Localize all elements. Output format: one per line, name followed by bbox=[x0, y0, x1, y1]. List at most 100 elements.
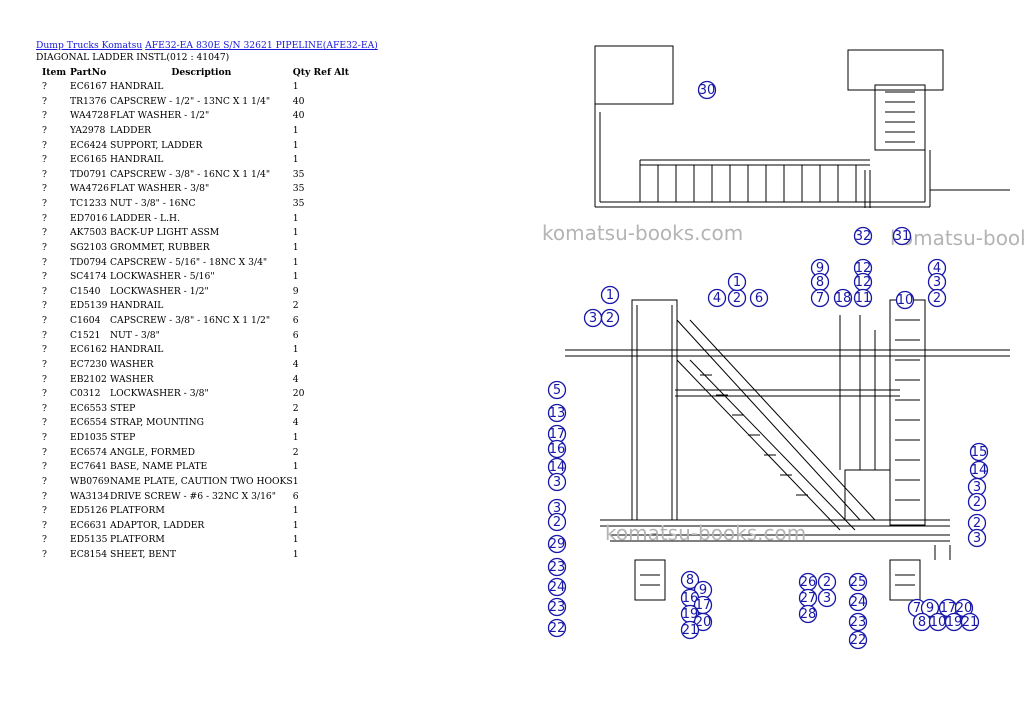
callout-circle bbox=[547, 557, 567, 577]
row-partno: WA4726 bbox=[70, 183, 110, 195]
row-qty: 1 bbox=[292, 81, 299, 92]
row-qty: 1 bbox=[292, 124, 299, 136]
callout-circle bbox=[727, 272, 747, 292]
row-qty: 1 bbox=[292, 139, 299, 151]
row-partno: EC6553 bbox=[70, 402, 108, 414]
row-partno: ED1035 bbox=[70, 432, 108, 443]
callout-label: 9 bbox=[699, 583, 707, 598]
row-qty: 40 bbox=[292, 110, 305, 122]
row-partno: EC6631 bbox=[70, 519, 108, 531]
callout-number: 3 bbox=[583, 308, 603, 328]
row-qty: 1 bbox=[292, 227, 299, 239]
callout-label: 11 bbox=[855, 291, 872, 306]
row-item: ? bbox=[42, 402, 47, 414]
callout-circle bbox=[848, 630, 868, 650]
row-partno: EC6167 bbox=[70, 81, 108, 92]
callout-label: 17 bbox=[695, 598, 712, 613]
breadcrumb-link-model[interactable]: AFE32-EA 830E S/N 32621 PIPELINE(AFE32-E… bbox=[145, 40, 378, 51]
row-qty: 6 bbox=[292, 329, 299, 341]
callout-number: 25 bbox=[848, 572, 868, 592]
callout-circle bbox=[853, 226, 873, 246]
callout-label: 19 bbox=[946, 615, 963, 630]
breadcrumb-link-catalog[interactable]: Dump Trucks Komatsu bbox=[36, 40, 143, 51]
callout-label: 20 bbox=[695, 615, 712, 630]
row-description: CAPSCREW - 1/2" - 13NC X 1 1/4" bbox=[110, 95, 271, 107]
row-item: ? bbox=[42, 227, 47, 239]
callout-label: 24 bbox=[850, 595, 867, 610]
row-item: ? bbox=[42, 329, 47, 341]
parts-list-panel: Dump Trucks Komatsu AFE32-EA 830E S/N 32… bbox=[36, 40, 516, 563]
page-title: DIAGONAL LADDER INSTL(012 : 41047) bbox=[36, 52, 230, 63]
row-partno: TD0794 bbox=[70, 256, 107, 268]
callout-circle bbox=[967, 492, 987, 512]
callout-number: 2 bbox=[927, 288, 947, 308]
row-partno: EC7641 bbox=[70, 461, 108, 473]
callout-circle bbox=[547, 577, 567, 597]
row-partno: WA4728 bbox=[70, 110, 110, 122]
row-qty: 9 bbox=[292, 285, 299, 297]
callout-number: 15 bbox=[969, 442, 989, 462]
col-header-partno: PartNo bbox=[70, 67, 107, 78]
callout-circle bbox=[927, 288, 947, 308]
row-partno: TR1376 bbox=[70, 95, 107, 107]
row-qty: 1 bbox=[292, 212, 299, 224]
row-description: GROMMET, RUBBER bbox=[110, 241, 210, 253]
row-partno: C1604 bbox=[70, 315, 101, 326]
row-qty: 1 bbox=[292, 461, 299, 473]
row-partno: EC6424 bbox=[70, 139, 108, 151]
callout-circle bbox=[848, 572, 868, 592]
row-description: ADAPTOR, LADDER bbox=[110, 519, 205, 531]
callout-label: 28 bbox=[800, 607, 817, 622]
row-qty: 4 bbox=[292, 417, 299, 429]
row-item: ? bbox=[42, 388, 47, 400]
row-partno: ED5126 bbox=[70, 505, 108, 517]
callout-number: 6 bbox=[749, 288, 769, 308]
callout-number: 2 bbox=[967, 492, 987, 512]
row-partno: TD0791 bbox=[70, 168, 107, 180]
callout-circle bbox=[697, 80, 717, 100]
row-description: STRAP, MOUNTING bbox=[110, 417, 204, 429]
callout-number: 17 bbox=[938, 598, 958, 618]
row-item: ? bbox=[42, 139, 47, 151]
row-partno: C1540 bbox=[70, 285, 101, 297]
row-qty: 35 bbox=[292, 183, 305, 195]
callout-circle bbox=[547, 380, 567, 400]
callout-circle bbox=[547, 512, 567, 532]
callout-number: 22 bbox=[848, 630, 868, 650]
row-partno: ED5135 bbox=[70, 534, 108, 546]
row-description: LOCKWASHER - 3/8" bbox=[110, 388, 209, 400]
callout-number: 32 bbox=[853, 226, 873, 246]
callout-number: 17 bbox=[547, 424, 567, 444]
row-qty: 20 bbox=[292, 388, 305, 400]
callout-number: 8 bbox=[912, 612, 932, 632]
callout-label: 8 bbox=[686, 573, 694, 588]
row-partno: TC1233 bbox=[70, 198, 107, 209]
callout-number: 20 bbox=[693, 612, 713, 632]
callout-number: 12 bbox=[853, 258, 873, 278]
callout-number: 16 bbox=[547, 439, 567, 459]
callout-circle bbox=[707, 288, 727, 308]
row-item: ? bbox=[42, 432, 47, 443]
row-description: HANDRAIL bbox=[110, 300, 164, 312]
row-partno: EC6165 bbox=[70, 154, 108, 166]
callout-number: 4 bbox=[707, 288, 727, 308]
callout-label: 30 bbox=[699, 83, 716, 98]
callout-label: 2 bbox=[733, 291, 741, 306]
callout-number: 3 bbox=[967, 477, 987, 497]
callout-label: 10 bbox=[897, 293, 914, 308]
row-item: ? bbox=[42, 198, 47, 209]
callout-number: 3 bbox=[547, 498, 567, 518]
callout-number: 11 bbox=[853, 288, 873, 308]
callout-label: 12 bbox=[855, 261, 872, 276]
callout-circle bbox=[833, 288, 853, 308]
row-description: LOCKWASHER - 1/2" bbox=[110, 285, 209, 297]
row-item: ? bbox=[42, 154, 47, 166]
callout-number: 8 bbox=[680, 570, 700, 590]
callout-number: 3 bbox=[967, 528, 987, 548]
callout-circle bbox=[600, 308, 620, 328]
